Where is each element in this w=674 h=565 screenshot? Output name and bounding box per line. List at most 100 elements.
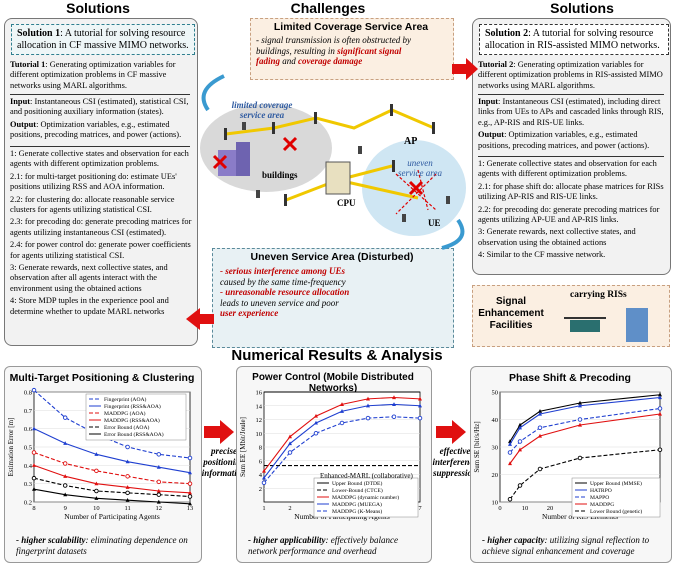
data-point: [339, 420, 345, 426]
data-point: [518, 425, 522, 430]
series-line: [33, 451, 191, 485]
x-axis-label: Number of Participating Agents: [64, 512, 160, 521]
legend-box: [85, 393, 187, 441]
x-tick-label: 2: [288, 505, 291, 512]
legend-entry: Error Bound (RSS&AOA): [104, 431, 164, 438]
series-line: [33, 488, 191, 505]
data-point: [287, 450, 293, 455]
data-point: [262, 475, 266, 480]
legend-entry: MADDPG (dynamic number): [332, 494, 399, 501]
label-positioning-info: precise positioning information: [201, 446, 247, 478]
data-point: [262, 468, 266, 473]
uneven-line: - unreasonable resource allocation: [220, 287, 350, 297]
label-limited-coverage: limited coverage service area: [231, 100, 293, 120]
network-illustration: [200, 74, 466, 250]
legend-box: [571, 477, 661, 518]
data-point: [507, 450, 513, 455]
data-point: [537, 425, 543, 431]
data-point: [537, 466, 543, 472]
caption-positioning: - higher scalability: eliminating depend…: [16, 535, 198, 556]
series-line: [33, 477, 191, 498]
data-point: [340, 402, 344, 406]
uneven-line: user experience: [220, 308, 279, 318]
y-axis-label: Sum SE [bit/s/Hz]: [473, 421, 481, 472]
y-tick-label: 0.3: [24, 481, 32, 488]
solution-2-title: Solution 2: [485, 28, 529, 39]
data-point: [578, 403, 582, 408]
tutorial-2-text: : Generating optimization variables for …: [478, 60, 663, 90]
arrow-positioning: [204, 420, 234, 444]
y-tick-label: 12: [256, 417, 263, 424]
data-point: [125, 490, 130, 496]
ue-interference-arrow: [395, 169, 437, 215]
data-point: [657, 447, 663, 453]
uneven-service-box: [212, 248, 454, 348]
tutorial-2-label: Tutorial 2: [478, 60, 514, 69]
label-buildings: buildings: [262, 170, 298, 180]
data-point: [125, 459, 130, 464]
annotation-enhanced-marl: Enhanced-MARL (collaborative): [320, 472, 413, 480]
data-point: [188, 490, 192, 495]
left-tutorial-text: Tutorial 1: Generating optimization vari…: [10, 60, 192, 93]
legend-entry: Lower Bound (genetic): [590, 508, 642, 515]
right-tutorial-text: Tutorial 2: Generating optimization vari…: [478, 60, 664, 93]
step-item: 2.4: for power control do: generate powe…: [10, 240, 191, 260]
x-tick-label: 8: [32, 505, 35, 512]
label-cpu: CPU: [337, 198, 356, 208]
carrying-ris-label: carrying RISs: [570, 290, 627, 300]
right-io-text: Input: Instantaneous CSI (estimated), in…: [478, 97, 664, 153]
step-item: 2.2: for clustering do: allocate reasona…: [10, 194, 175, 215]
legend-entry: MADDPG: [590, 502, 614, 508]
power-chart: 2468101214161234567Number of Participati…: [239, 390, 423, 522]
step-item: 1: Generate collective states and observ…: [478, 159, 657, 179]
solution-1-title: Solution 1: [17, 28, 61, 39]
output-label: Output: [10, 119, 37, 129]
data-point: [314, 413, 318, 418]
data-point: [32, 463, 36, 467]
uneven-line: caused by the same time-frequency: [220, 276, 346, 287]
data-point: [63, 441, 68, 445]
limited-coverage-box: [250, 18, 454, 80]
arrow-to-left: [186, 308, 214, 330]
data-point: [508, 442, 512, 446]
legend-box: [313, 477, 419, 518]
step-item: 2.2: for precoding do: generate precodin…: [478, 204, 660, 225]
data-point: [578, 422, 582, 427]
ris-panel-icon: [570, 320, 600, 332]
challenge-emphasis: significant signal fading: [256, 45, 402, 67]
tutorial-1-label: Tutorial 1: [10, 60, 46, 69]
data-point: [658, 395, 662, 400]
legend-entry: Error Bound (AOA): [104, 424, 149, 431]
step-item: 2.1: for multi-target positioning do: es…: [10, 171, 177, 192]
series-line: [33, 464, 191, 494]
data-point: [63, 492, 68, 497]
data-point: [314, 420, 318, 425]
arrow-interference: [436, 420, 466, 444]
data-point: [156, 464, 161, 469]
caption-rest: : effectively balance network performanc…: [248, 535, 398, 556]
data-point: [417, 415, 423, 421]
step-item: 3: Generate rewards, next collective sta…: [10, 263, 168, 293]
y-tick-label: 0.6: [24, 426, 33, 433]
data-point: [261, 480, 267, 485]
header-right-solutions: Solutions: [550, 0, 614, 16]
y-tick-label: 14: [256, 403, 263, 410]
data-point: [188, 470, 192, 475]
caption-bold: - higher applicability: [248, 535, 326, 545]
solution-1-box: Solution 1: A tutorial for solving resou…: [11, 24, 195, 55]
data-point: [538, 411, 542, 416]
data-point: [517, 483, 523, 488]
label-ue: UE: [428, 218, 441, 228]
uneven-service-text: - serious interference among UEs caused …: [220, 266, 380, 319]
data-point: [31, 387, 37, 393]
left-io-text: Input: Instantaneous CSI (estimated), st…: [10, 97, 192, 143]
legend-entry: Upper Bound (MMSE): [590, 480, 642, 487]
x-tick-label: 0: [498, 505, 501, 512]
y-tick-label: 0.7: [24, 408, 33, 415]
legend-entry: Fingerprint (AOA): [104, 396, 147, 403]
y-tick-label: 6: [259, 458, 263, 465]
left-divider-2: [10, 146, 190, 147]
solution-2-box: Solution 2: A tutorial for solving resou…: [479, 24, 669, 55]
data-point: [125, 497, 130, 502]
